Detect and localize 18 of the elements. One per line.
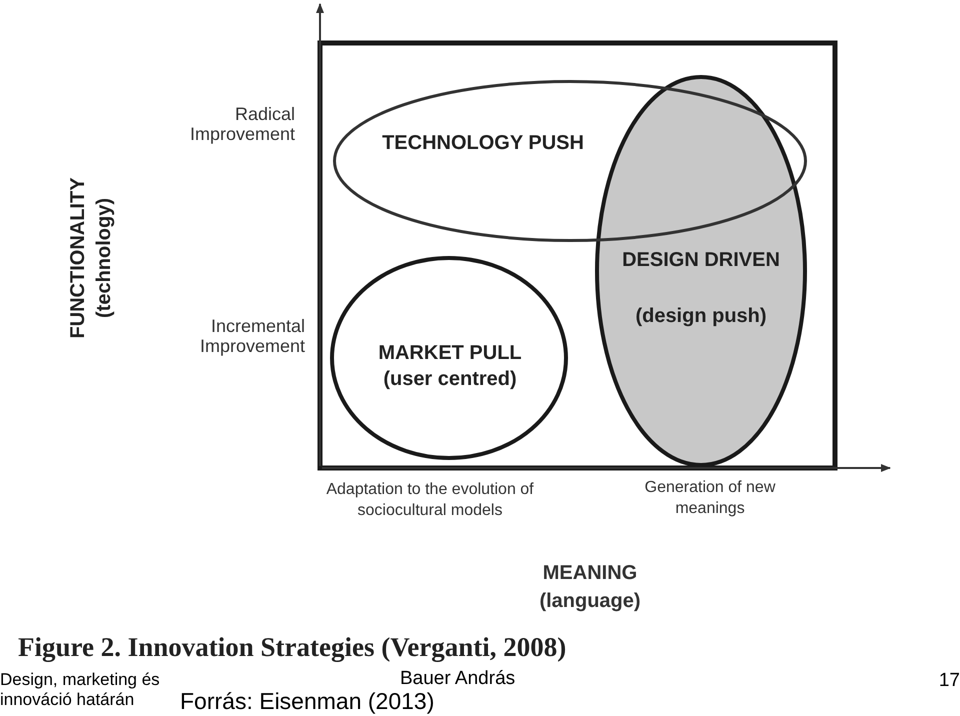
region-label: TECHNOLOGY PUSH — [381, 131, 585, 156]
region-label: MARKET PULL — [377, 341, 523, 366]
axis-subtitle: (technology) — [93, 198, 115, 318]
axis-tick-label: Generation of new meanings — [644, 478, 776, 519]
region-label: (user centred) — [382, 367, 518, 392]
region-label: (design push) — [634, 304, 768, 329]
axis-title: MEANING — [542, 562, 638, 584]
region-label: DESIGN DRIVEN — [621, 248, 781, 273]
page-number: 17 — [938, 670, 960, 691]
footer-author: Bauer András — [400, 668, 516, 689]
footer-text: Design, marketing és innováció határán — [0, 670, 161, 710]
axis-title: FUNCTIONALITY — [67, 177, 89, 339]
axis-tick-label: Radical Improvement — [188, 104, 295, 144]
source-note: Forrás: Eisenman (2013) — [180, 689, 436, 714]
axis-subtitle: (language) — [538, 590, 642, 612]
axis-tick-label: Adaptation to the evolution of sociocultural models — [325, 480, 535, 521]
figure-caption: Figure 2. Innovation Strategies (Verganti, 2008) — [18, 632, 566, 663]
axis-tick-label: Incremental Improvement — [198, 316, 305, 356]
